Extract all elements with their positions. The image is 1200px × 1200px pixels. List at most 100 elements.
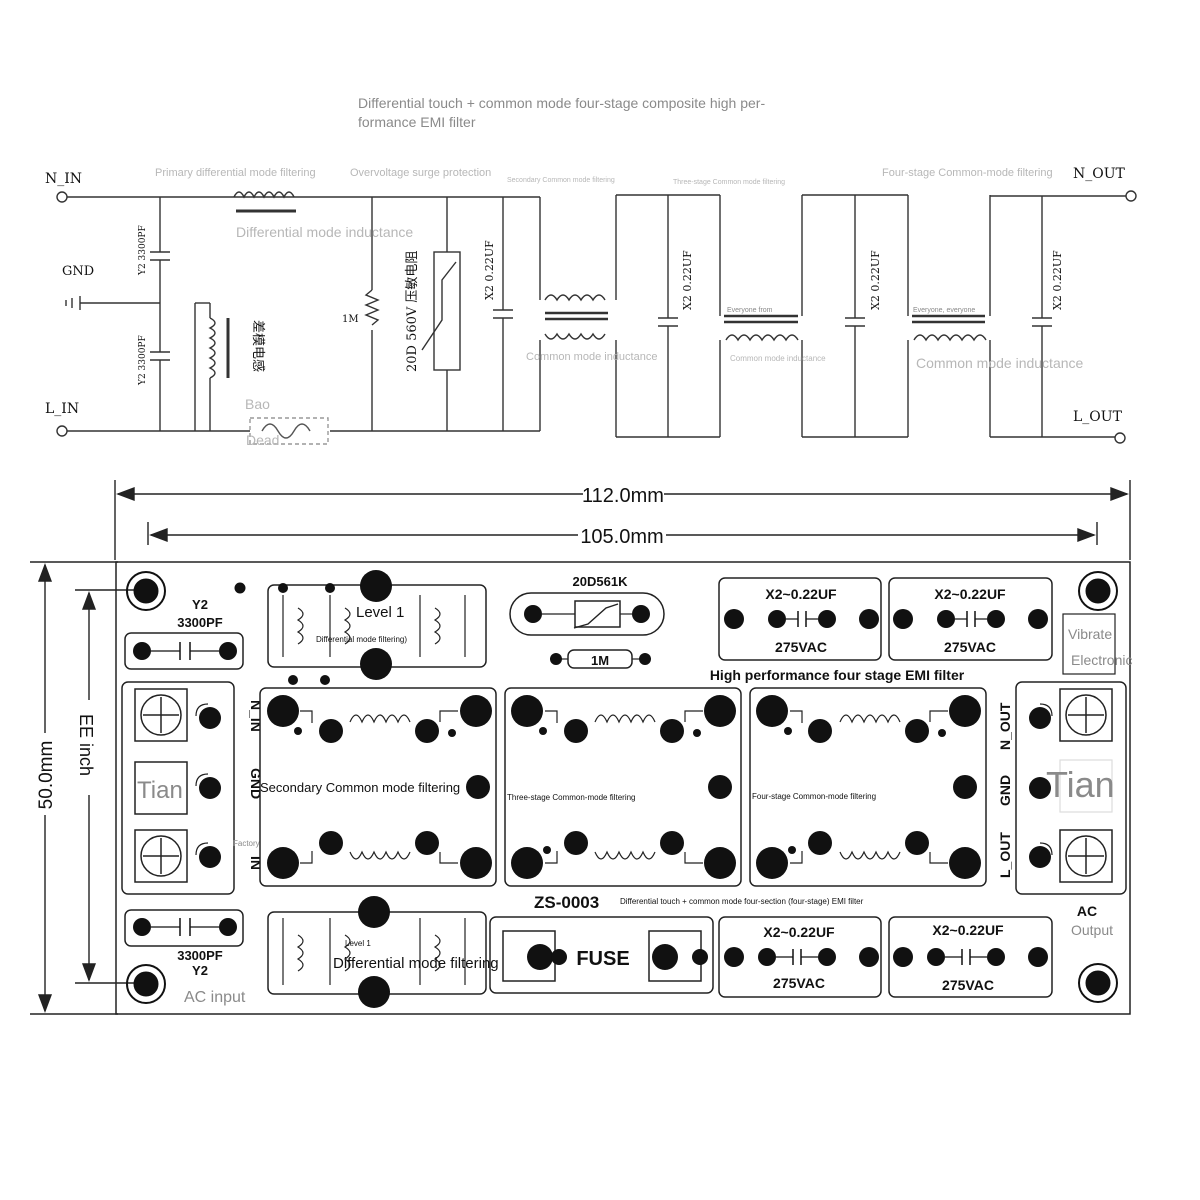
three-cm-label: Three-stage Common-mode filtering (507, 793, 636, 802)
x2-cap-top-2 (888, 577, 1053, 661)
gnd-label: GND (62, 264, 94, 279)
fuse-label-1: Bao (245, 396, 270, 412)
fuse-symbol (249, 417, 329, 445)
l-in-label: L_IN (45, 401, 79, 417)
mount-hole-br (1078, 963, 1118, 1003)
stage-primary-label: Primary differential mode filtering (155, 167, 316, 179)
y2-top-line2: 3300PF (177, 615, 223, 630)
x2-cap-bottom-2 (888, 916, 1053, 998)
n-out-terminal (1125, 190, 1137, 202)
mount-hole-bl (126, 964, 166, 1004)
mount-hole-tl (126, 571, 166, 611)
varistor-symbol (433, 251, 461, 371)
dm-inductance-label: Differential mode inductance (236, 224, 413, 240)
title-line-2: formance EMI filter (358, 114, 476, 130)
everyone-label-1: Everyone from (727, 307, 773, 314)
x2-cap-top-1-voltage: 275VAC (775, 639, 827, 655)
varistor-footprint (509, 592, 665, 636)
mount-hole-tr (1078, 571, 1118, 611)
l-in-pcb-label: IN (248, 856, 264, 870)
resistor-footprint (567, 649, 633, 669)
level1-top: Level 1 (356, 604, 404, 621)
fuse-label: FUSE (576, 948, 629, 970)
vibrate-box (1062, 613, 1116, 675)
n-out-pcb-label: N_OUT (997, 702, 1013, 750)
stage-secondary-label: Secondary Common mode filtering (507, 177, 615, 184)
y2-bottom-line1: 3300PF (177, 948, 223, 963)
stage-surge-label: Overvoltage surge protection (350, 167, 491, 179)
y2-cap-top (124, 632, 244, 670)
n-out-label: N_OUT (1073, 166, 1126, 182)
varistor-label: 20D 560V 压敏电阻 (405, 251, 420, 372)
x2-cap-top-1 (718, 577, 882, 661)
l-out-terminal (1114, 432, 1126, 444)
ac-output-label-2: Output (1071, 922, 1113, 938)
ac-output-label-1: AC (1077, 903, 1097, 919)
x2-cap-bottom-1 (718, 916, 882, 998)
electronic-label: Electronic (1071, 652, 1132, 668)
l-out-pcb-label: L_OUT (997, 832, 1013, 878)
fuse-label-2: Dead (246, 432, 279, 448)
dm-filtering-top: Differential mode filtering) (316, 635, 407, 644)
gnd-out-pcb-label: GND (997, 775, 1013, 806)
model-desc: Differential touch + common mode four-se… (620, 897, 864, 906)
pcb-board: Y2 3300PF 3300PF Y2 Level 1 Differential… (115, 561, 1132, 1015)
varistor-code: 20D561K (573, 574, 629, 589)
resistor-1m (364, 289, 380, 326)
schematic (56, 190, 1137, 445)
resistor-label: 1M (342, 314, 359, 325)
board-outline (115, 561, 1131, 1015)
input-terminal-block (121, 681, 235, 895)
n-in-label: N_IN (45, 171, 82, 187)
x2-cap-label-2: X2 0.22UF (681, 250, 694, 310)
l-out-label: L_OUT (1073, 409, 1123, 425)
x2-cap-label-1: X2 0.22UF (483, 240, 496, 300)
tian-right: Tian (1046, 764, 1115, 805)
dim-width-outer: 112.0mm (582, 485, 664, 507)
y2-top-line1: Y2 (192, 597, 208, 612)
inductor-cn-label: 差模电感 (251, 320, 266, 372)
cm-inductance-label-2: Common mode inductance (730, 354, 826, 363)
stage-four-label: Four-stage Common-mode filtering (882, 167, 1053, 179)
tian-left: Tian (137, 777, 183, 804)
x2-cap-top-2-label: X2~0.22UF (934, 586, 1006, 602)
title-line-1: Differential touch + common mode four-st… (358, 95, 765, 111)
dm-filtering-bottom: Differential mode filtering (333, 955, 499, 972)
four-cm-label: Four-stage Common-mode filtering (752, 792, 876, 801)
level1-bottom: Level 1 (345, 939, 371, 948)
l-in-terminal (56, 425, 68, 437)
cm-inductance-label-1: Common mode inductance (526, 351, 657, 363)
x2-cap-top-2-voltage: 275VAC (944, 639, 996, 655)
x2-cap-bottom-2-voltage: 275VAC (942, 977, 994, 993)
resistor-code: 1M (591, 653, 609, 668)
x2-cap-bottom-1-label: X2~0.22UF (763, 924, 835, 940)
dm-inductor-coil (233, 191, 295, 199)
everyone-label-2: Everyone, everyone (913, 307, 975, 314)
secondary-cm-label: Secondary Common mode filtering (260, 780, 460, 795)
dim-height-inner: EE inch (76, 714, 96, 776)
output-terminal-block (1015, 681, 1127, 895)
factory-label: Factory (233, 839, 260, 848)
ac-input-label: AC input (184, 989, 246, 1006)
y2-cap-bottom-label: Y2 3300PF (138, 335, 148, 386)
cm-inductance-label-3: Common mode inductance (916, 355, 1084, 371)
x2-cap-bottom-2-label: X2~0.22UF (932, 922, 1004, 938)
cm-inductor-block-3 (504, 687, 742, 887)
cm-inductor-block-4 (749, 687, 987, 887)
stage-three-label: Three-stage Common mode filtering (673, 179, 785, 186)
y2-bottom-line2: Y2 (192, 963, 208, 978)
dim-height-outer: 50.0mm (36, 741, 57, 810)
x2-cap-label-4: X2 0.22UF (1051, 250, 1064, 310)
n-in-terminal (56, 191, 68, 203)
fuse-holder (489, 916, 714, 994)
x2-cap-bottom-1-voltage: 275VAC (773, 975, 825, 991)
x2-cap-top-1-label: X2~0.22UF (765, 586, 837, 602)
n-in-pcb-label: N_IN (248, 700, 264, 732)
dim-width-inner: 105.0mm (580, 526, 663, 548)
model-label: ZS-0003 (534, 893, 599, 912)
cm-inductor-block-2 (259, 675, 497, 887)
y2-cap-bottom (124, 909, 244, 947)
y2-cap-top-label: Y2 3300PF (138, 225, 148, 276)
pcb-headline: High performance four stage EMI filter (710, 667, 965, 683)
